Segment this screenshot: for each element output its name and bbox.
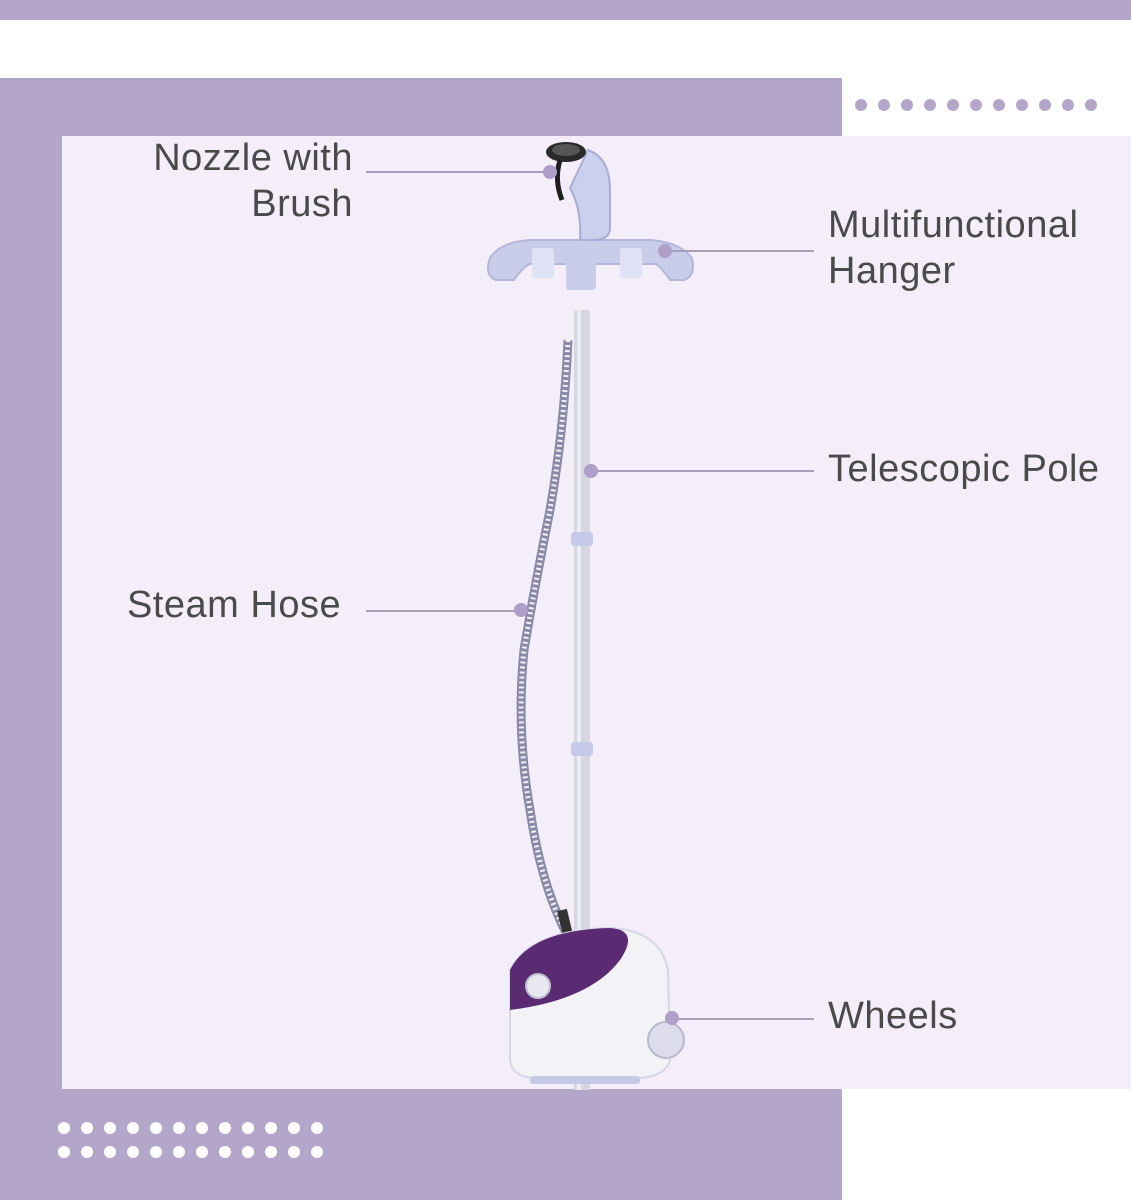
decor-dot [855,99,867,111]
hanger-mount [566,258,596,290]
leader-line-wheels [672,1018,814,1020]
decor-dot [127,1122,139,1134]
decor-dot [150,1146,162,1158]
decor-dot [104,1122,116,1134]
leader-dot-nozzle [543,165,557,179]
decor-dot [150,1122,162,1134]
decor-dot [947,99,959,111]
decor-dot [1085,99,1097,111]
pole-highlight [577,310,581,1090]
decor-dot [58,1146,70,1158]
garment-steamer-illustration [487,142,694,1090]
decor-dot [81,1146,93,1158]
base-feet [530,1076,640,1084]
label-wheels: Wheels [828,995,958,1037]
leader-dot-wheels [665,1011,679,1025]
steam-hose [516,339,574,943]
decor-dot [1039,99,1051,111]
decor-dot [1062,99,1074,111]
decor-dot [196,1122,208,1134]
decor-dot [219,1122,231,1134]
top-decor-bar [0,0,1131,20]
decor-dot [104,1146,116,1158]
leader-line-hanger [664,250,814,252]
pole-clip-lower [571,742,593,756]
decor-dot [173,1122,185,1134]
decor-dot [288,1122,300,1134]
label-multifunctional-hanger: Multifunctional Hanger [828,202,1078,294]
decor-dot [219,1146,231,1158]
label-hanger-line1: Multifunctional [828,204,1079,246]
decor-dot [265,1146,277,1158]
label-nozzle-line2: Brush [251,183,353,225]
hanger-clip-left [532,248,554,278]
decor-dot [970,99,982,111]
decor-dot [924,99,936,111]
leader-line-hose [366,610,522,612]
control-knob [525,973,551,999]
wheel [647,1021,685,1059]
decor-dot [242,1146,254,1158]
label-nozzle-with-brush: Nozzle with Brush [100,135,353,227]
leader-dot-hose [514,603,528,617]
decor-dot [1016,99,1028,111]
decor-dots-top [855,99,1097,111]
decor-dot [58,1122,70,1134]
decor-dot [81,1122,93,1134]
decor-dot [993,99,1005,111]
decor-dot [878,99,890,111]
label-telescopic-pole: Telescopic Pole [828,448,1100,490]
leader-line-pole [592,470,814,472]
leader-line-nozzle [366,171,550,173]
decor-dot [288,1146,300,1158]
decor-dot [242,1122,254,1134]
decor-dot [196,1146,208,1158]
decor-dot [265,1122,277,1134]
decor-dots-bottom [58,1122,323,1158]
leader-dot-pole [584,464,598,478]
label-nozzle-line1: Nozzle with [153,137,353,179]
nozzle-neck [554,159,565,201]
pole-clip-upper [571,532,593,546]
hanger-clip-right [620,248,642,278]
decor-dot [127,1146,139,1158]
decor-dot [901,99,913,111]
nozzle-brush-face [552,144,580,156]
decor-dot [311,1146,323,1158]
leader-dot-hanger [658,244,672,258]
decor-dot [173,1146,185,1158]
nozzle-handle [568,148,611,241]
decor-dot [311,1122,323,1134]
label-steam-hose: Steam Hose [127,584,342,626]
label-hanger-line2: Hanger [828,250,956,292]
